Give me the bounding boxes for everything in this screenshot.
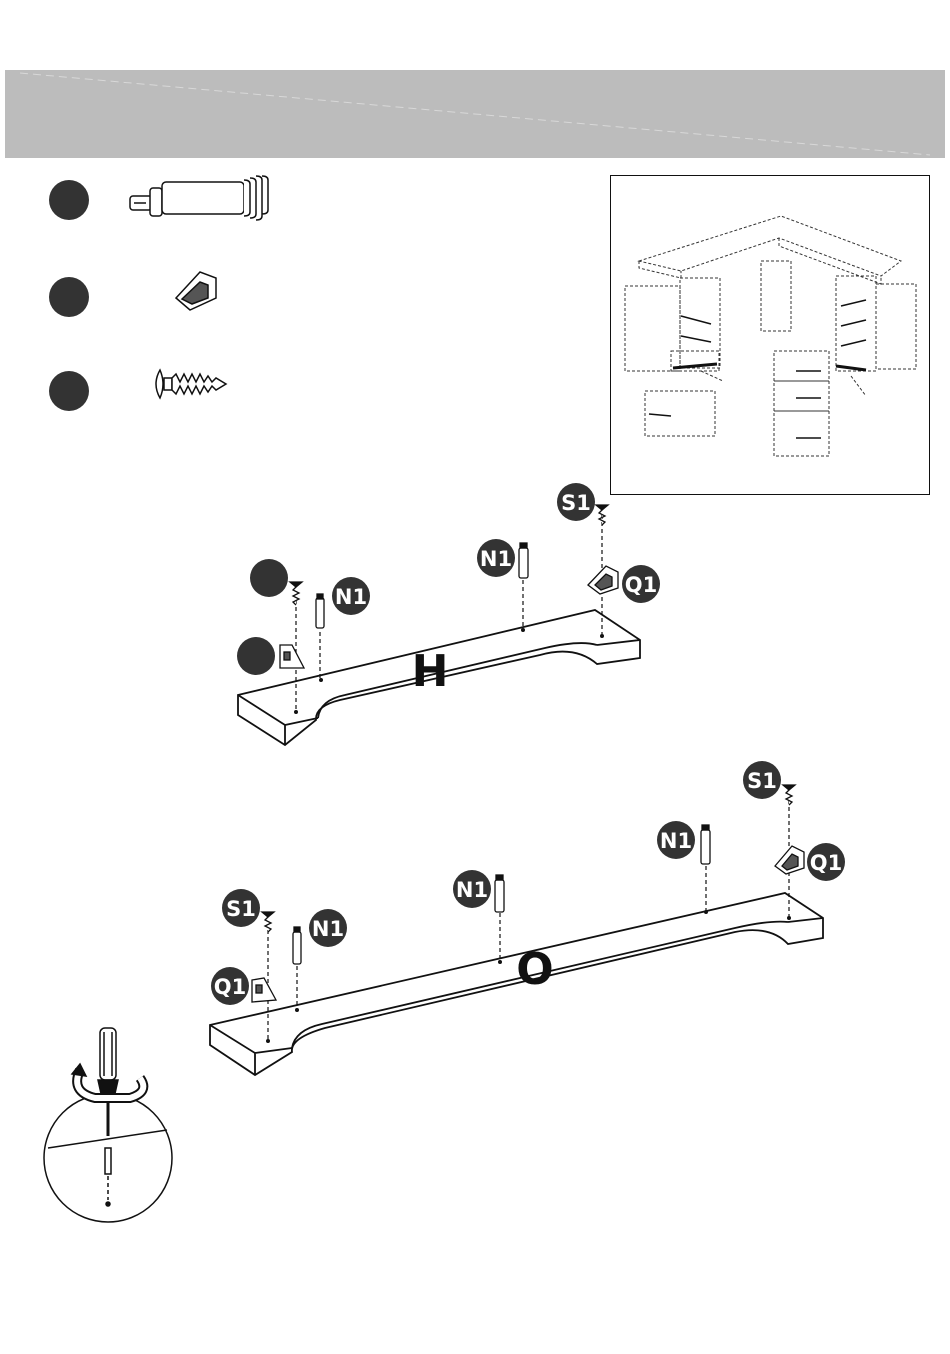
s1-label: S1 xyxy=(561,491,591,515)
cam-bolt-icon xyxy=(316,594,324,628)
n1-label: N1 xyxy=(335,585,367,609)
n1-label: N1 xyxy=(312,917,344,941)
screw-icon xyxy=(596,505,608,525)
screwdriver-detail xyxy=(44,1028,172,1222)
badge-unlabeled-2 xyxy=(237,637,275,675)
cam-bolt-icon xyxy=(130,176,268,220)
corner-bracket-icon xyxy=(775,846,804,874)
corner-bracket-icon xyxy=(280,645,304,668)
cam-bolt-icon xyxy=(519,543,528,578)
desk-overview-illustration xyxy=(611,176,929,494)
panel-h-group: N1 N1 S1 Q1 H xyxy=(237,483,660,745)
q1-label: Q1 xyxy=(625,573,657,597)
corner-bracket-icon xyxy=(176,272,216,310)
cam-bolt-icon xyxy=(293,927,301,964)
q1-label: Q1 xyxy=(214,975,246,999)
part-badge-3 xyxy=(49,371,89,411)
panel-h-letter: H xyxy=(412,646,449,697)
part-badge-1 xyxy=(49,180,89,220)
corner-bracket-icon xyxy=(252,978,276,1002)
part-badge-2 xyxy=(49,277,89,317)
parts-legend xyxy=(49,176,268,411)
screw-icon xyxy=(290,582,302,605)
screw-icon xyxy=(262,912,274,932)
s1-label: S1 xyxy=(747,769,777,793)
n1-label: N1 xyxy=(660,829,692,853)
s1-label: S1 xyxy=(226,897,256,921)
n1-label: N1 xyxy=(456,878,488,902)
q1-label: Q1 xyxy=(810,851,842,875)
n1-label: N1 xyxy=(480,547,512,571)
overview-box xyxy=(610,175,930,495)
cam-bolt-icon xyxy=(701,825,710,864)
header-dashed-line xyxy=(20,73,930,155)
badge-unlabeled-1 xyxy=(250,559,288,597)
screw-icon xyxy=(783,785,795,805)
cam-bolt-icon xyxy=(495,875,504,912)
panel-o-group: S1 N1 Q1 N1 N1 S1 Q1 O xyxy=(210,761,845,1075)
screw-icon xyxy=(156,370,226,398)
corner-bracket-icon xyxy=(588,566,618,594)
panel-o-letter: O xyxy=(516,944,553,995)
